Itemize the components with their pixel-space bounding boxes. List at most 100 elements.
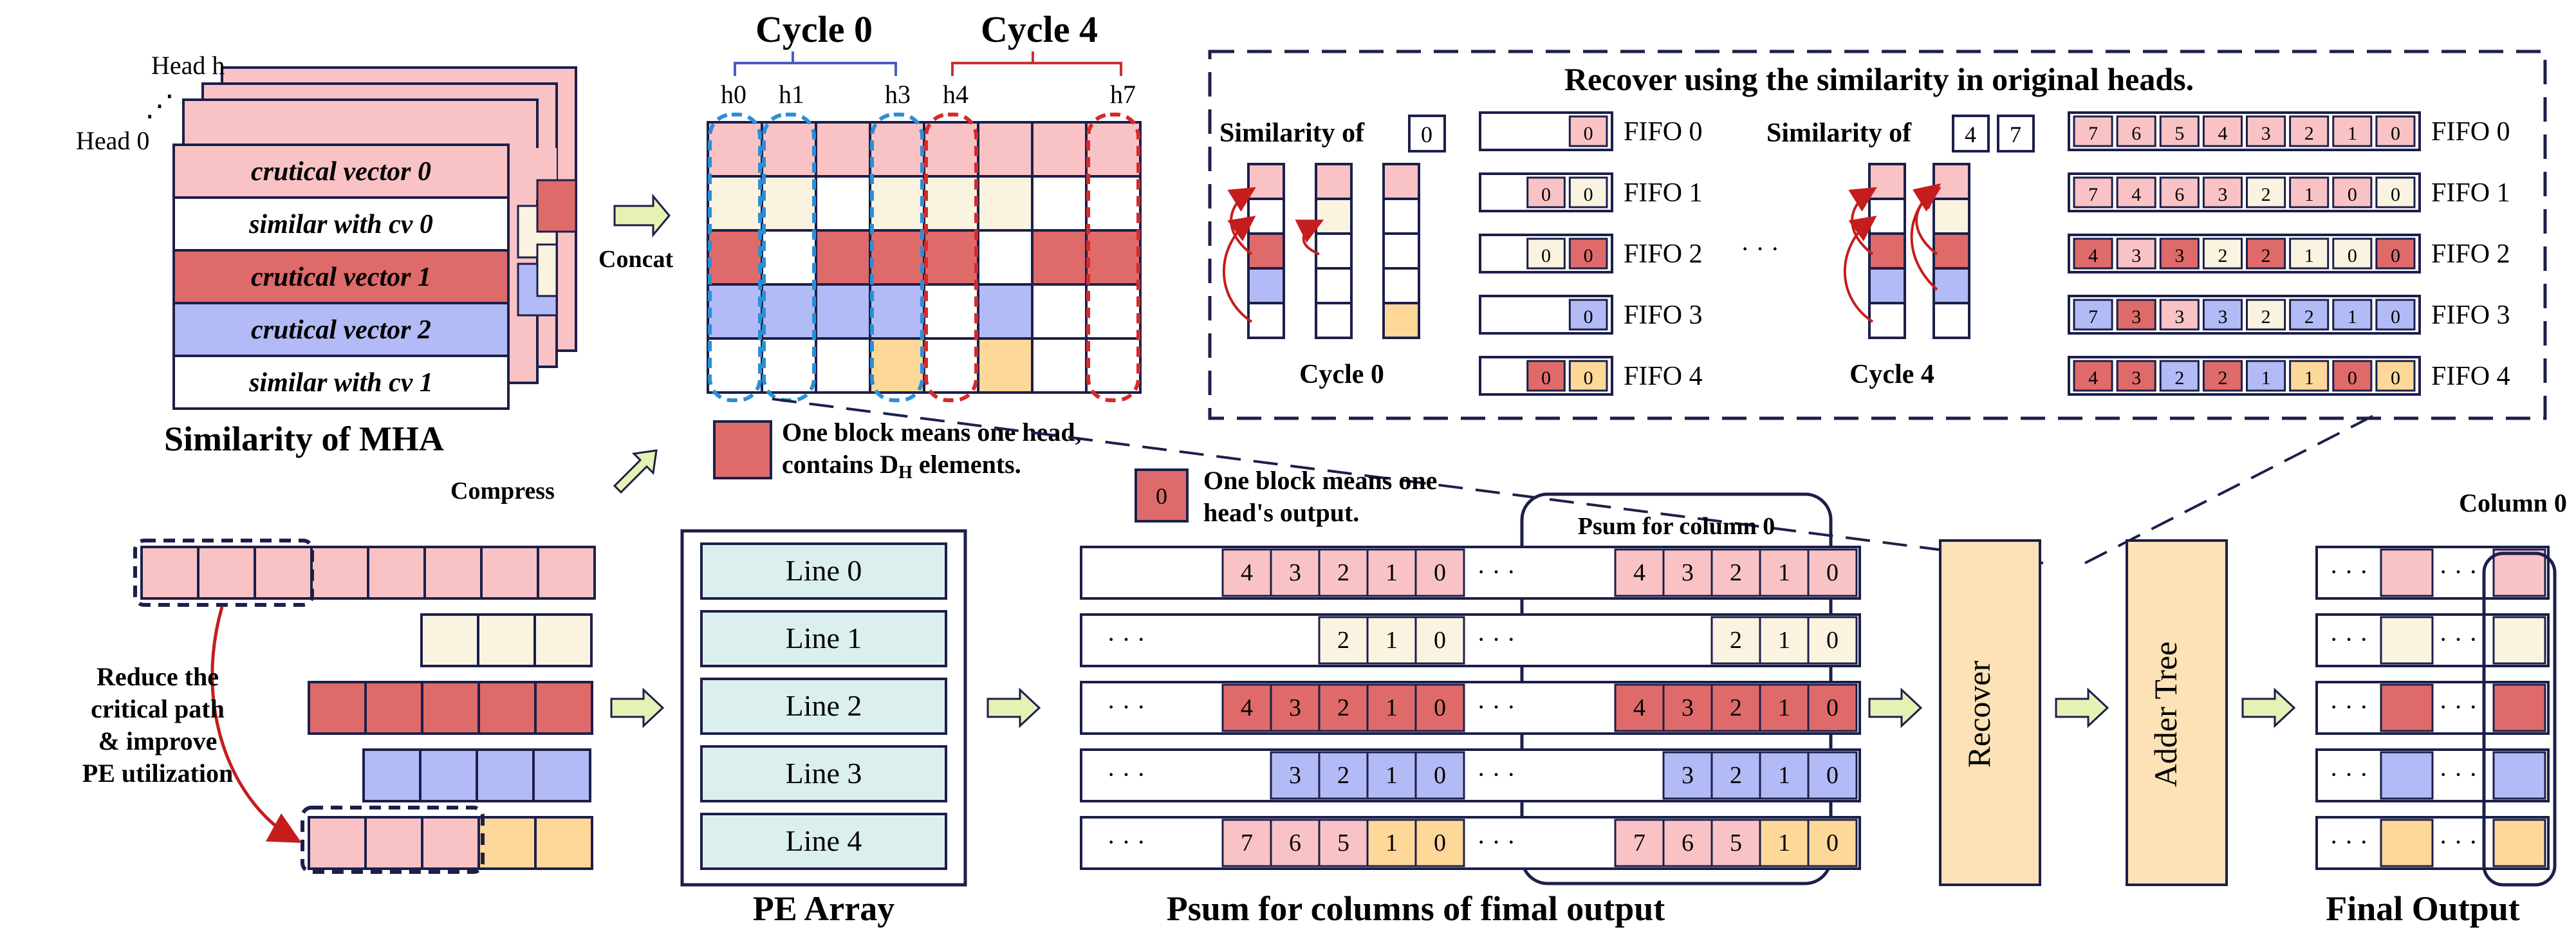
fifo-c4-slot-4-3 bbox=[2202, 360, 2243, 392]
recover-panel: Recover using the similarity in original… bbox=[1208, 50, 2547, 420]
sim-c0-value: 0 bbox=[1421, 122, 1432, 147]
psum-title: Psum for columns of fimal output bbox=[1167, 889, 1665, 928]
fifo-c4-slot-0-0-value: 7 bbox=[2088, 123, 2098, 144]
fifo-c0-slot-0-0-value: 0 bbox=[1584, 123, 1593, 144]
psum-row-2-g0-cell-4-value: 0 bbox=[1434, 694, 1446, 721]
fifo-c4-slot-0-7 bbox=[2375, 115, 2416, 147]
final-output: · · ·· · ·· · ·· · ·· · ·· · ·· · ·· · ·… bbox=[2315, 488, 2567, 928]
final-row-2-dots-b: · · · bbox=[2439, 692, 2478, 721]
compressed-cell-3-1 bbox=[419, 748, 478, 802]
psum-row-3-g1-cell-2-value: 1 bbox=[1778, 762, 1790, 789]
head-label-h1: h1 bbox=[779, 80, 804, 109]
mini-col-3-cell-4 bbox=[1868, 302, 1906, 339]
fifo-c4-slot-0-3 bbox=[2202, 115, 2243, 147]
fifo-c4-slot-4-2-value: 2 bbox=[2174, 367, 2184, 389]
mini-col-1-cell-3 bbox=[1315, 267, 1353, 304]
concat-cell-r2-c0 bbox=[707, 229, 763, 286]
pe-line-label-1: Line 1 bbox=[786, 622, 862, 654]
fifo-c4-slot-3-5-value: 2 bbox=[2304, 306, 2314, 328]
psum-row-2-g0-cell-4 bbox=[1414, 683, 1465, 732]
compressed-cell-1-1 bbox=[477, 613, 536, 667]
fifo-c4-name-2: FIFO 2 bbox=[2431, 239, 2510, 269]
similarity-arc-4 bbox=[1843, 216, 1877, 323]
compressed-cell-1-2 bbox=[533, 613, 593, 667]
fifo-c4-slot-1-6 bbox=[2332, 176, 2373, 208]
compressed-cell-4-2 bbox=[421, 816, 480, 870]
psum-row-2-g0-cell-0 bbox=[1221, 683, 1272, 732]
head-label-h0: h0 bbox=[721, 80, 746, 109]
similarity-arc-2 bbox=[1295, 219, 1324, 255]
pe-line-4 bbox=[700, 813, 947, 870]
psum-row-2-g1-cell-1 bbox=[1662, 683, 1713, 732]
fifo-c4-slot-2-5-value: 1 bbox=[2304, 245, 2314, 266]
psum-row-4-g1-cell-3 bbox=[1759, 819, 1810, 867]
mini-col-4-cell-2 bbox=[1932, 232, 1970, 270]
final-output-title: Final Output bbox=[2326, 889, 2520, 928]
pe-line-label-4: Line 4 bbox=[786, 824, 862, 857]
fifo-c4-slot-2-2-value: 3 bbox=[2174, 245, 2184, 266]
mini-col-0-cell-1 bbox=[1247, 198, 1285, 235]
legend-head-block bbox=[713, 420, 772, 479]
similarity-of-c4: Similarity of bbox=[1766, 118, 1912, 148]
fifo-c4-slot-3-3-value: 3 bbox=[2218, 306, 2227, 328]
psum-row-3-g0-cell-0-value: 3 bbox=[1289, 762, 1301, 789]
head-layer-side-strips bbox=[517, 148, 577, 317]
final-row-0-dots-b: · · · bbox=[2439, 557, 2478, 586]
final-row-0-cell-a bbox=[2380, 548, 2434, 597]
final-row-3-dots-a: · · · bbox=[2330, 760, 2368, 789]
mha-row-label-3: crutical vector 2 bbox=[251, 315, 431, 345]
psum-row-3-g1-cell-0-value: 3 bbox=[1682, 762, 1694, 789]
concat-cell-r1-c6 bbox=[1031, 175, 1088, 232]
fifo-c4-slot-1-6-value: 0 bbox=[2348, 184, 2357, 205]
psum-row-0-g0-cell-4-value: 0 bbox=[1434, 559, 1446, 586]
psum-row-4-g1-cell-3-value: 1 bbox=[1778, 829, 1790, 856]
psum-row-2-g0-cell-1-value: 3 bbox=[1289, 694, 1301, 721]
psum-row-0-g0-cell-1-value: 3 bbox=[1289, 559, 1301, 586]
mini-col-3-cell-0 bbox=[1868, 163, 1906, 200]
psum-row-0-g0-cell-3 bbox=[1366, 548, 1417, 597]
psum-row-3-g0-cell-1-value: 2 bbox=[1337, 762, 1349, 789]
compressed-grid bbox=[140, 546, 596, 870]
fifo-c0-name-0: FIFO 0 bbox=[1624, 117, 1703, 147]
recover-ellipsis: · · · bbox=[1741, 234, 1779, 263]
flow-arrow-to-final bbox=[2241, 687, 2296, 728]
psum-row-4-g0-cell-1-value: 6 bbox=[1289, 829, 1301, 856]
fifo-c0-slot-0-0 bbox=[1568, 115, 1608, 147]
psum-row-3-g0-cell-2-value: 1 bbox=[1385, 762, 1398, 789]
pe-array-title: PE Array bbox=[753, 889, 894, 928]
recover-panel-border bbox=[1208, 50, 2547, 420]
fifo-c0-slot-4-1-value: 0 bbox=[1584, 367, 1593, 389]
fifo-c0-slot-1-1-value: 0 bbox=[1584, 184, 1593, 205]
flow-arrows bbox=[610, 687, 2296, 728]
reduce-line1: Reduce the bbox=[97, 662, 219, 691]
psum-row-1-g0-cell-1-value: 1 bbox=[1385, 627, 1398, 654]
concat-cell-r2-c3 bbox=[869, 229, 925, 286]
psum-row-4-g1-cell-4 bbox=[1807, 819, 1858, 867]
mini-col-0-cell-3 bbox=[1247, 267, 1285, 304]
concat-cell-r1-c5 bbox=[977, 175, 1033, 232]
fifo-c4-slot-0-6 bbox=[2332, 115, 2373, 147]
fifo-c4-slot-4-5-value: 1 bbox=[2304, 367, 2314, 389]
cycle4-title: Cycle 4 bbox=[981, 8, 1098, 50]
concat-grid bbox=[707, 113, 1142, 402]
mha-row-label-4: similar with cv 1 bbox=[248, 368, 433, 398]
fifo-c4-slot-2-1-value: 3 bbox=[2131, 245, 2141, 266]
psum-row-2-g0-cell-3-value: 1 bbox=[1385, 694, 1398, 721]
fifo-c4-slot-0-1 bbox=[2116, 115, 2156, 147]
similarity-of-c0: Similarity of bbox=[1219, 118, 1365, 148]
fifo-c4-slot-4-6 bbox=[2332, 360, 2373, 392]
fifo-c4-slot-1-7 bbox=[2375, 176, 2416, 208]
concat-cell-r4-c4 bbox=[923, 337, 979, 394]
concat-cell-r1-c1 bbox=[761, 175, 817, 232]
fifo-c4-slot-2-4 bbox=[2246, 237, 2286, 270]
cycle4-bracket bbox=[951, 51, 1122, 76]
fifo-c4-slot-4-5 bbox=[2289, 360, 2330, 392]
final-row-4-dots-a: · · · bbox=[2330, 828, 2368, 856]
psum-row-3-mid-dots: · · · bbox=[1477, 760, 1515, 789]
final-row-3-cell-a bbox=[2380, 751, 2434, 800]
fifo-c4-slot-3-1 bbox=[2116, 299, 2156, 331]
fifo-c4-slot-1-4 bbox=[2246, 176, 2286, 208]
pe-line-1 bbox=[700, 610, 947, 667]
